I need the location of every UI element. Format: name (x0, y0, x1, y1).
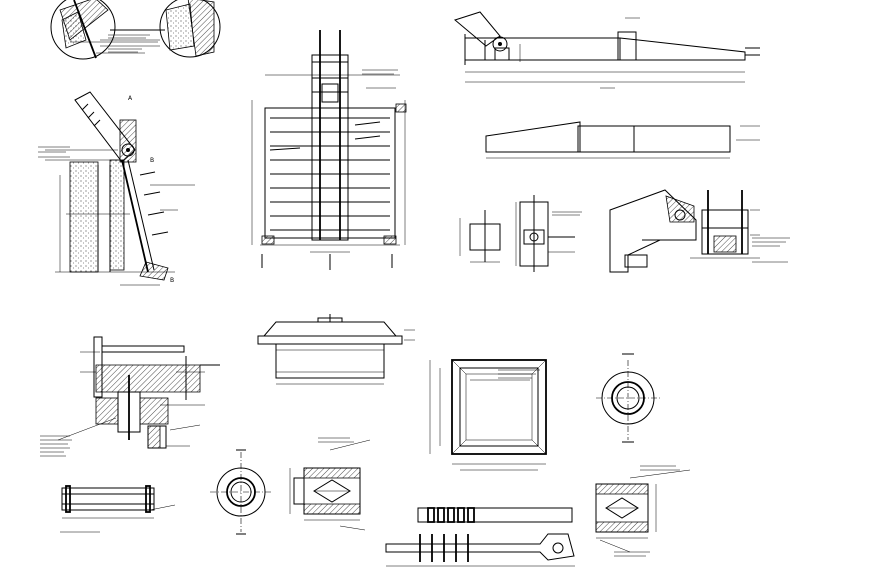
anchor-bolt-section (57, 336, 220, 449)
cover-plate-section (257, 314, 415, 385)
square-frame-plan (429, 359, 547, 471)
bearing-block-detail-right (595, 469, 691, 553)
pipe-ring-plan-left (210, 449, 272, 535)
gate-front-elevation (251, 30, 407, 270)
pin-bar-detail (385, 507, 575, 567)
svg-text:B: B (150, 157, 154, 164)
bearing-block-detail-left (289, 439, 371, 531)
tie-bar-detail (60, 485, 176, 533)
hinge-side-detail (459, 195, 580, 272)
beam-long-elevation (453, 11, 760, 89)
gate-side-section: B B A (45, 91, 195, 286)
svg-text:A: A (128, 95, 133, 102)
pipe-ring-plan-right (596, 353, 660, 443)
annotation-notes (38, 34, 790, 557)
bubble-detail-top-left (50, 0, 221, 60)
svg-text:B: B (170, 277, 174, 284)
tapered-beam-segments (485, 121, 760, 159)
bracket-detail (609, 189, 760, 273)
